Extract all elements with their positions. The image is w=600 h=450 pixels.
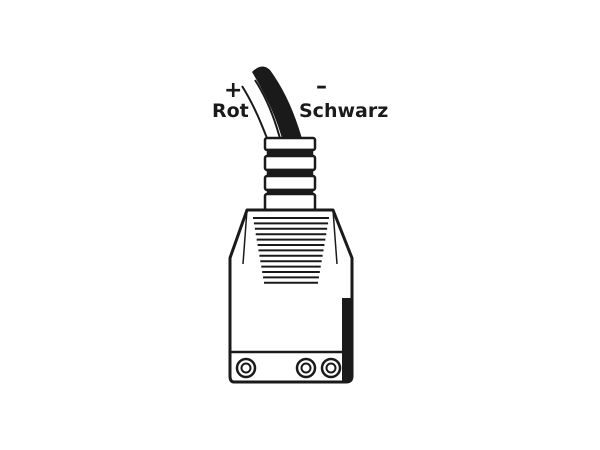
plus-sign: +	[224, 78, 243, 103]
relief-ring	[263, 136, 317, 152]
grip-lines	[253, 217, 329, 284]
contact-left	[235, 357, 257, 379]
relief-collar	[263, 192, 317, 212]
plug-body	[228, 208, 354, 384]
cable	[241, 66, 304, 147]
housing-shadow-right	[342, 298, 352, 382]
red-wire-label: Rot	[212, 100, 249, 122]
contact-middle	[295, 357, 317, 379]
housing-ridge-right	[332, 209, 338, 265]
strain-relief	[263, 136, 317, 212]
black-wire-label: Schwarz	[299, 100, 389, 122]
contact-right	[320, 357, 342, 379]
minus-sign: –	[316, 74, 327, 99]
housing-ridge-left	[242, 209, 248, 265]
relief-ring	[263, 174, 317, 192]
plug-housing	[228, 208, 354, 384]
black-wire	[252, 66, 304, 146]
contacts	[235, 357, 342, 379]
relief-ring	[263, 154, 317, 172]
